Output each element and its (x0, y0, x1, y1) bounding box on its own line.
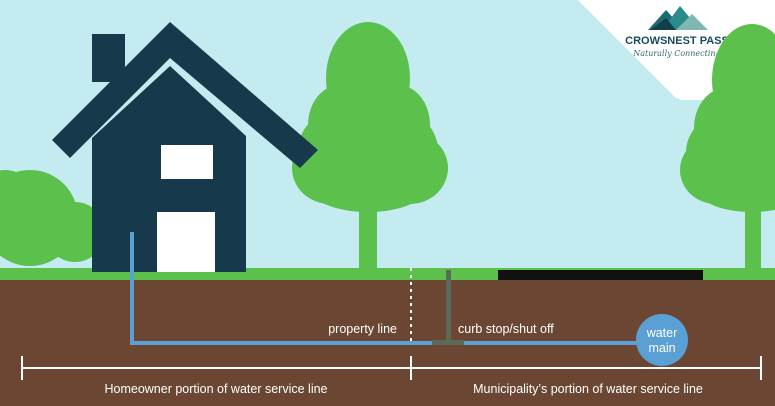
municipality-portion-label: Municipality’s portion of water service … (473, 382, 703, 396)
portion-dimension-line (21, 356, 762, 380)
house-door (157, 212, 215, 272)
water-main-label-line2: main (648, 341, 675, 355)
tree-right (680, 24, 775, 272)
house-roof (52, 22, 318, 168)
water-service-pipe (130, 232, 652, 345)
tree-center (292, 22, 448, 272)
curb-stop-label: curb stop/shut off (458, 322, 554, 336)
house (52, 22, 318, 272)
water-main-label-line1: water (646, 326, 678, 340)
mountain-icon (648, 6, 708, 30)
bush-left (0, 170, 105, 266)
water-main-circle (636, 314, 688, 366)
house-window (161, 145, 213, 179)
logo-tagline: Naturally Connecting (632, 49, 720, 58)
curb-stop-valve (446, 270, 451, 342)
logo-name: CROWSNEST PASS (625, 35, 729, 47)
property-line-label: property line (328, 322, 397, 336)
road (498, 270, 703, 280)
homeowner-portion-label: Homeowner portion of water service line (104, 382, 327, 396)
water-main: water main (636, 314, 688, 366)
tree-trunk (745, 200, 761, 272)
curb-stop-fitting (432, 340, 464, 345)
